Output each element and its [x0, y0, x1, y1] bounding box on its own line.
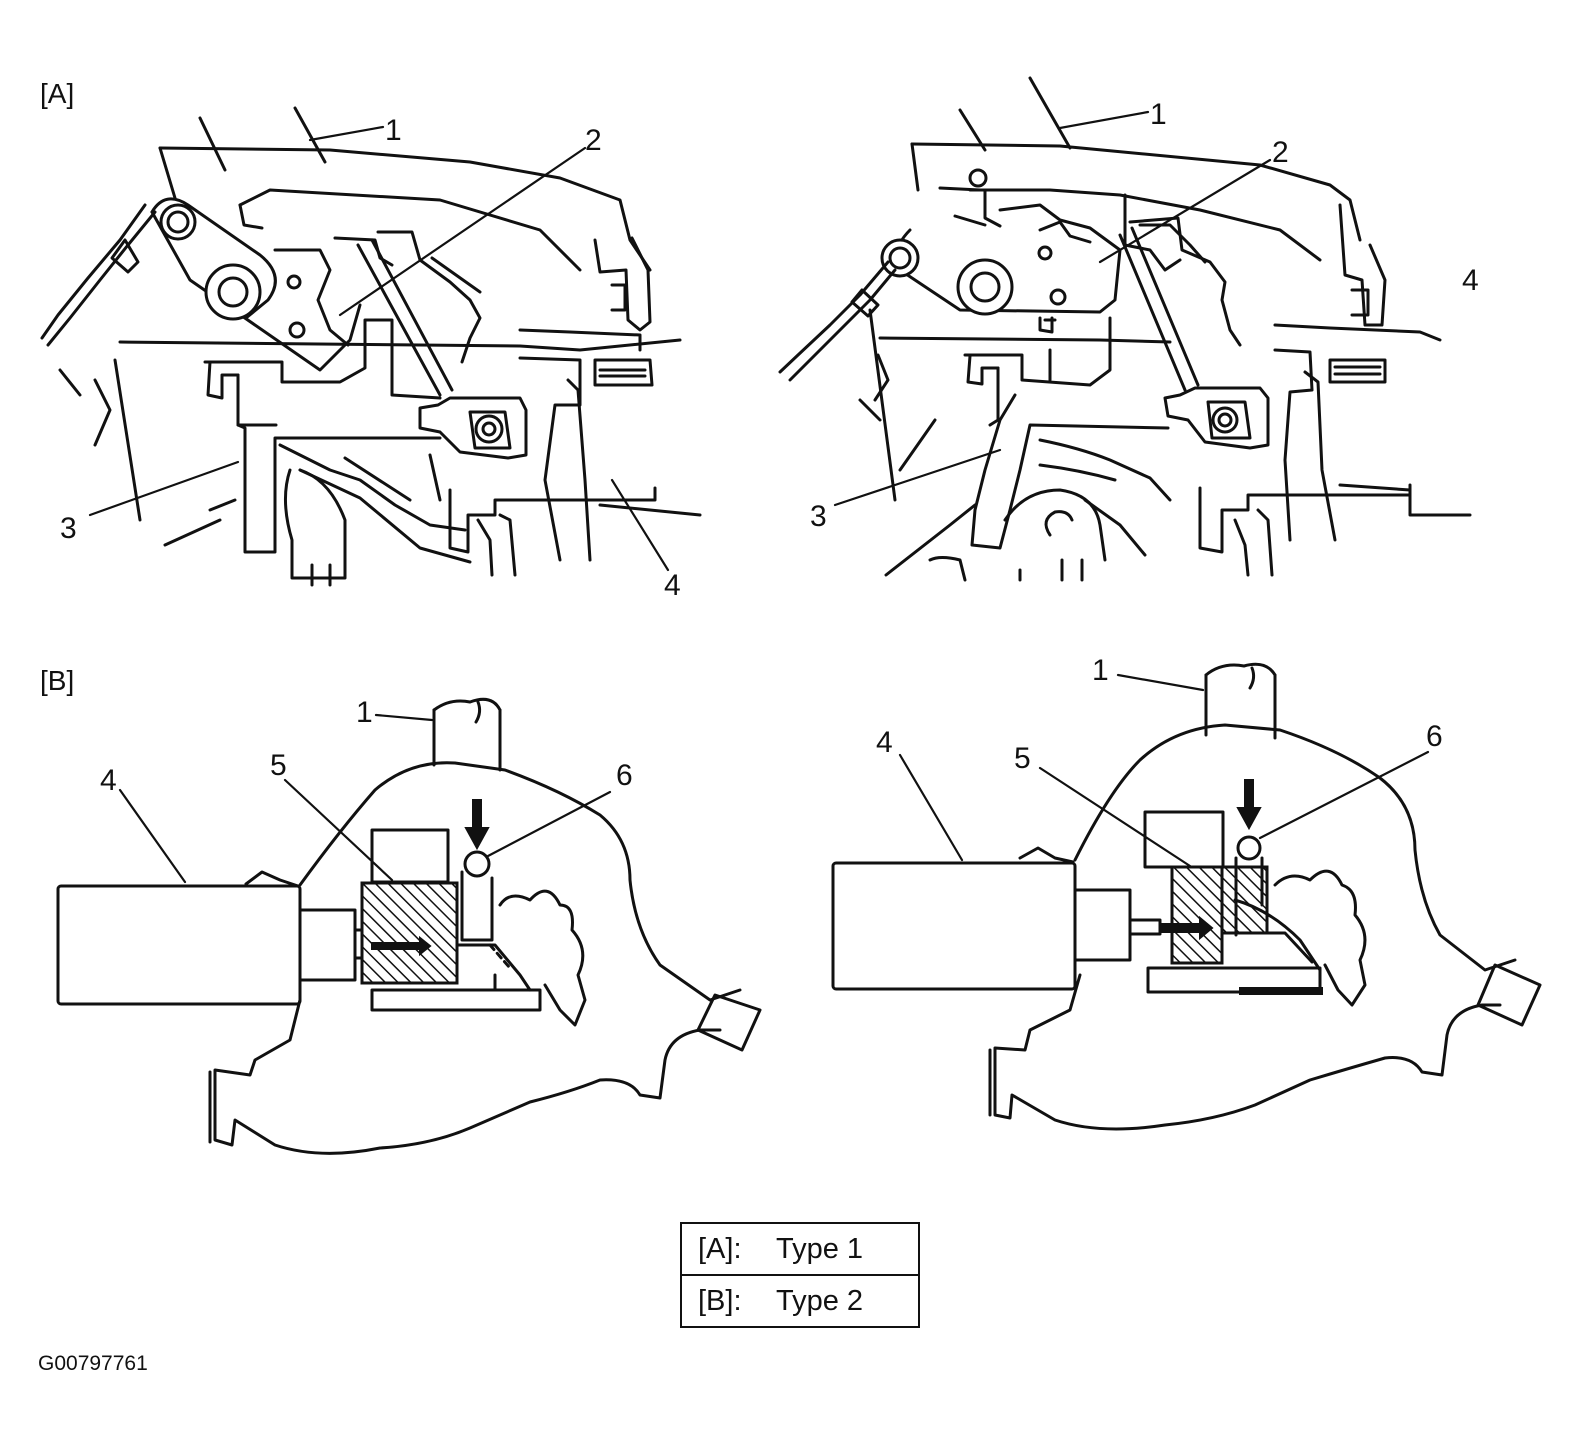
type1-left-callouts: 1 2 3 4 — [60, 114, 681, 602]
callout-4: 4 — [100, 764, 117, 797]
type2-right-illustration — [831, 662, 1542, 1131]
type1-right-callouts: 1 2 3 4 — [810, 98, 1479, 533]
type1-left-leaders — [88, 125, 670, 572]
legend-row: [B]: Type 2 — [682, 1274, 918, 1326]
type2-left-illustration — [56, 697, 762, 1155]
section-a-label: [A] — [40, 78, 74, 109]
type1-left-illustration — [40, 106, 702, 587]
callout-6: 6 — [1426, 720, 1443, 753]
legend-value: Type 2 — [776, 1284, 864, 1317]
type2-left-leaders — [118, 713, 612, 884]
legend-key: [A]: — [698, 1232, 742, 1265]
legend-value: Type 1 — [776, 1232, 864, 1265]
callout-3: 3 — [810, 500, 827, 533]
legend-row: [A]: Type 1 — [682, 1224, 918, 1274]
type2-right-callouts: 1 4 5 6 — [876, 654, 1443, 775]
callout-4: 4 — [1462, 264, 1479, 297]
legend-table: [A]: Type 1 [B]: Type 2 — [680, 1222, 920, 1328]
callout-3: 3 — [60, 512, 77, 545]
callout-4: 4 — [876, 726, 893, 759]
figure-code: G00797761 — [38, 1352, 148, 1375]
callout-1: 1 — [385, 114, 402, 147]
callout-5: 5 — [1014, 742, 1031, 775]
legend-key: [B]: — [698, 1284, 742, 1317]
callout-1: 1 — [1150, 98, 1167, 131]
section-b-label: [B] — [40, 665, 74, 696]
callout-6: 6 — [616, 759, 633, 792]
type2-right-leaders — [898, 673, 1430, 868]
callout-5: 5 — [270, 749, 287, 782]
callout-1: 1 — [356, 696, 373, 729]
type1-right-leaders — [833, 110, 1272, 507]
type1-right-illustration — [778, 76, 1472, 582]
callout-2: 2 — [585, 124, 602, 157]
callout-2: 2 — [1272, 136, 1289, 169]
type2-left-callouts: 1 4 5 6 — [100, 696, 633, 797]
callout-1: 1 — [1092, 654, 1109, 687]
callout-4: 4 — [664, 569, 681, 602]
